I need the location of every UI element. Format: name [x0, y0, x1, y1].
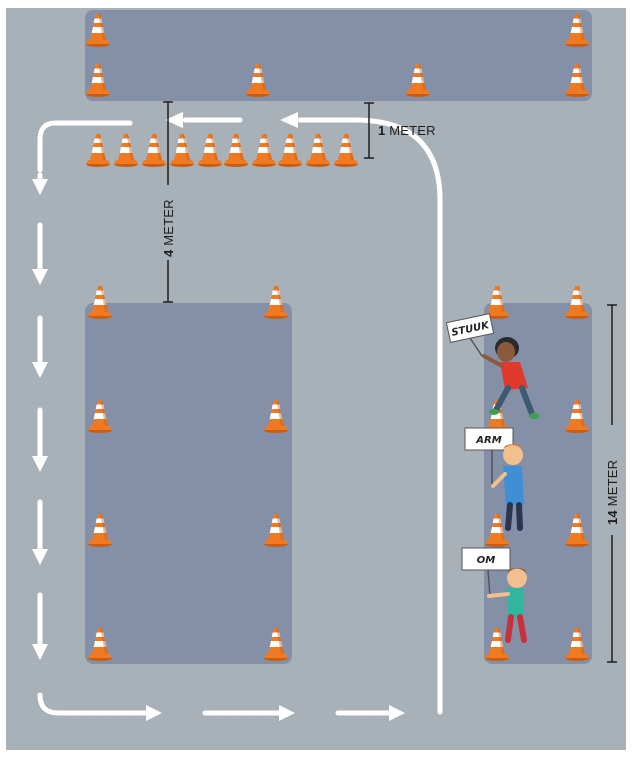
direction-arrow-icon: [32, 456, 48, 472]
child-figure-om: OM: [461, 547, 527, 643]
route-arrows-right: [37, 692, 405, 721]
direction-arrow-icon: [146, 705, 162, 721]
label-one-meter: 1 METER: [378, 123, 436, 138]
route-arrows-down: [32, 172, 48, 660]
sign-om: [461, 547, 511, 571]
sign-stuuk: [445, 313, 495, 343]
sign-text-arm: ARM: [475, 435, 501, 446]
route-arrow-top-2: [165, 112, 183, 128]
route-line-top-left: [37, 120, 133, 173]
dimension-one-meter: 1 METER: [364, 102, 436, 159]
top-zone: [85, 10, 592, 101]
direction-arrow-icon: [32, 644, 48, 660]
direction-arrow-icon: [32, 362, 48, 378]
direction-arrow-icon: [32, 269, 48, 285]
direction-arrow-icon: [32, 549, 48, 565]
direction-arrow-icon: [279, 705, 295, 721]
sign-arm: [464, 427, 514, 451]
dimension-fourteen-meter: 14 METER: [605, 304, 620, 663]
route-line-top: [297, 117, 443, 715]
dimension-four-meter: 4 METER: [161, 101, 176, 303]
direction-arrow-icon: [389, 705, 405, 721]
route-line-segment: [37, 692, 148, 716]
direction-arrow-icon: [32, 179, 48, 195]
child-figure-arm: ARM: [464, 427, 524, 531]
left-zone: [85, 303, 292, 664]
sign-text-om: OM: [477, 555, 496, 566]
label-fourteen-meter: 14 METER: [605, 460, 620, 525]
label-four-meter: 4 METER: [161, 199, 176, 257]
child-figure-stuuk: STUUK: [445, 313, 539, 419]
route-arrow-top-1: [280, 112, 298, 128]
